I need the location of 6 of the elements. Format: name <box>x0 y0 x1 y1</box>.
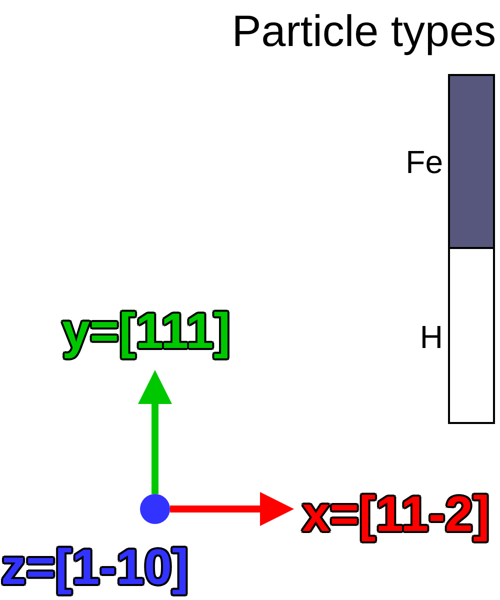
legend-label: Fe <box>406 146 443 178</box>
legend-label: H <box>420 320 443 352</box>
x-axis-label: x=[11-2] <box>302 489 490 539</box>
legend-title: Particle types <box>232 10 496 54</box>
y-axis-label: y=[111] <box>62 306 230 356</box>
z-axis-label: z=[1-10] <box>1 542 189 592</box>
